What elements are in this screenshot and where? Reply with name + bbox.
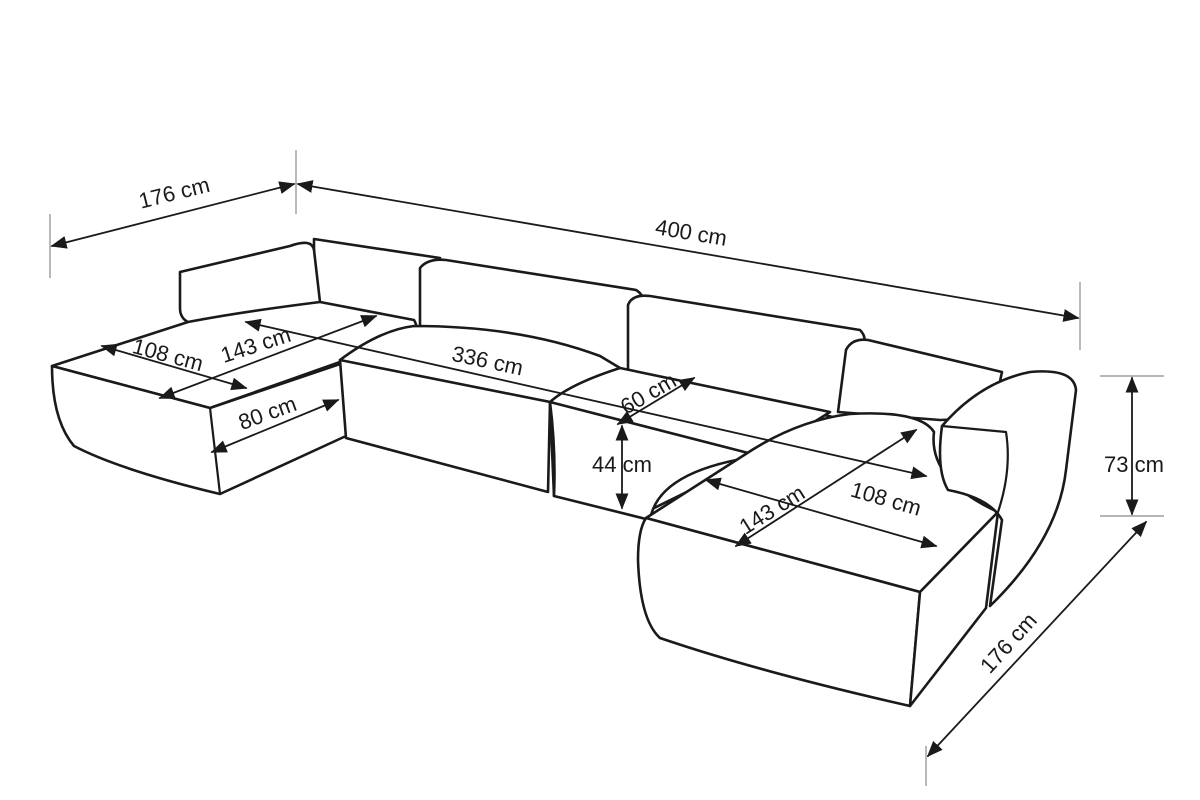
label-seat-height: 44 cm — [592, 452, 652, 477]
label-total-width: 400 cm — [654, 214, 729, 251]
dim-line-chaise-right-depth — [704, 477, 938, 549]
dim-line-seat-depth — [616, 377, 696, 425]
dim-line-chaise-right-length — [926, 520, 1148, 758]
dim-line-total-width — [296, 180, 1080, 322]
label-chaise-right-length: 176 cm — [975, 608, 1042, 678]
label-height: 73 cm — [1104, 452, 1164, 477]
sofa-drawing — [50, 237, 1078, 708]
dim-line-chaise-left-length — [50, 181, 296, 249]
right-chaise-front — [636, 516, 922, 708]
dimension-lines — [49, 150, 1164, 786]
